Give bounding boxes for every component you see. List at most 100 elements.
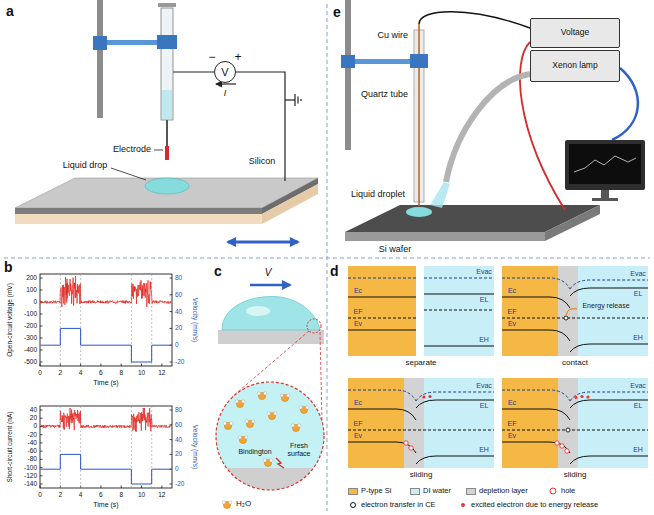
droplet-illustration: [257, 392, 267, 400]
setup-illustration: [297, 97, 298, 104]
tick-label: -120: [24, 472, 37, 479]
energy-label: EF: [354, 308, 363, 316]
energy-level: [348, 430, 494, 431]
silicon-region: [348, 266, 416, 356]
energy-level: [502, 442, 570, 453]
legend-symbol: [458, 500, 468, 510]
tick-label: -80: [28, 456, 37, 463]
energy-label: Ec: [354, 287, 362, 295]
instrument-box: Voltage: [530, 18, 620, 48]
droplet-illustration: [214, 468, 326, 494]
energy-label: EL: [634, 402, 643, 410]
part-label: Silicon: [249, 157, 276, 167]
energy-level: [502, 430, 648, 431]
tick-label: 100: [26, 286, 37, 293]
diagram-caption: contact: [562, 359, 588, 368]
energy-label: EL: [480, 402, 489, 410]
setup-illustration: [165, 146, 169, 160]
energy-level: [416, 456, 494, 464]
setup-illustration: [97, 0, 103, 118]
tick-label: -60: [28, 448, 37, 455]
band-art: [348, 266, 494, 356]
setup-illustration: [161, 8, 173, 120]
setup-illustration: [107, 40, 161, 45]
axis-title: Time (s): [93, 379, 118, 387]
setup-illustration: [111, 168, 146, 180]
band-diagram: contactEvacEcEFEvELEHEnergy release: [502, 266, 648, 370]
energy-label: Evac: [476, 382, 492, 390]
setup-illustration: [93, 36, 107, 50]
voltmeter-symbol: V: [214, 61, 236, 83]
energy-level: [348, 297, 416, 298]
energy-label: EH: [479, 446, 489, 454]
diagram-caption: separate: [405, 359, 436, 368]
plot-frame: [40, 406, 172, 488]
droplet-illustration: [223, 422, 233, 430]
axis-title: Short-circuit current (nA): [6, 412, 13, 483]
tick-label: -500: [24, 358, 37, 365]
plot-frame: [40, 274, 172, 366]
tick-label: -200: [24, 322, 37, 329]
tick-label: 0: [38, 491, 42, 498]
voltage-trace: [41, 276, 172, 307]
energy-label: EH: [633, 334, 643, 342]
energy-label: Ec: [508, 399, 516, 407]
hole-mark: [555, 441, 559, 445]
water-region: [570, 378, 648, 468]
energy-level: [502, 318, 648, 319]
energy-label: EF: [354, 420, 363, 428]
energy-level: [502, 409, 570, 420]
energy-level: [502, 330, 570, 341]
hole-mark: [565, 449, 569, 453]
band-diagram: separateEvacEcEFEvELEH: [348, 266, 494, 370]
setup-illustration: [158, 3, 176, 7]
tick-label: -20: [175, 358, 184, 365]
silicon-region: [502, 266, 570, 356]
photo-setup-illustration: [419, 12, 530, 28]
silicon-region: [502, 378, 570, 468]
excited-electron: [422, 395, 425, 398]
tick-label: 8: [119, 491, 123, 498]
panel-letter: e: [333, 5, 341, 20]
tick-label: -20: [28, 431, 37, 438]
photo-setup-illustration: [341, 55, 355, 68]
energy-level: [348, 409, 416, 420]
band-diagram: slidingEvacEcEFEvELEH: [348, 378, 494, 482]
instrument-label: Xenon lamp: [552, 61, 597, 70]
setup-illustration: [262, 184, 318, 224]
tick-label: 40: [30, 406, 37, 413]
diagram-caption: sliding: [564, 471, 587, 480]
energy-label: Ev: [508, 320, 516, 328]
photo-setup-illustration: [430, 182, 450, 208]
tick-label: 4: [79, 369, 83, 376]
energy-label: Ev: [508, 432, 516, 440]
water-region: [424, 266, 494, 356]
energy-level: [424, 294, 494, 295]
polarity-sign: +: [234, 51, 241, 64]
tick-label: 6: [99, 491, 103, 498]
droplet-illustration: [267, 412, 277, 420]
tick-label: 20: [175, 325, 182, 332]
energy-level: [570, 344, 648, 352]
energy-label: EF: [508, 308, 517, 316]
energy-level: [570, 456, 648, 464]
energy-label: EL: [634, 290, 643, 298]
setup-illustration: [145, 178, 189, 194]
legend-label: P-type Si: [361, 487, 391, 495]
tick-label: 200: [26, 274, 37, 281]
droplet-illustration: [299, 406, 309, 414]
panel-letter: a: [6, 4, 14, 19]
band-art: [348, 378, 494, 468]
droplet-illustration: [276, 458, 284, 468]
legend-label: excited electron due to energy release: [471, 501, 598, 509]
tick-label: 80: [175, 274, 182, 281]
droplet-illustration: [250, 284, 290, 287]
depletion-layer: [416, 378, 424, 468]
tick-label: 6: [99, 369, 103, 376]
energy-label: Ec: [354, 399, 362, 407]
tick-label: 10: [138, 491, 145, 498]
band-art: [502, 378, 648, 468]
legend-swatch: [466, 488, 476, 495]
axis-title: Open-circuit voltage (mV): [6, 283, 13, 357]
setup-illustration: [162, 90, 172, 119]
